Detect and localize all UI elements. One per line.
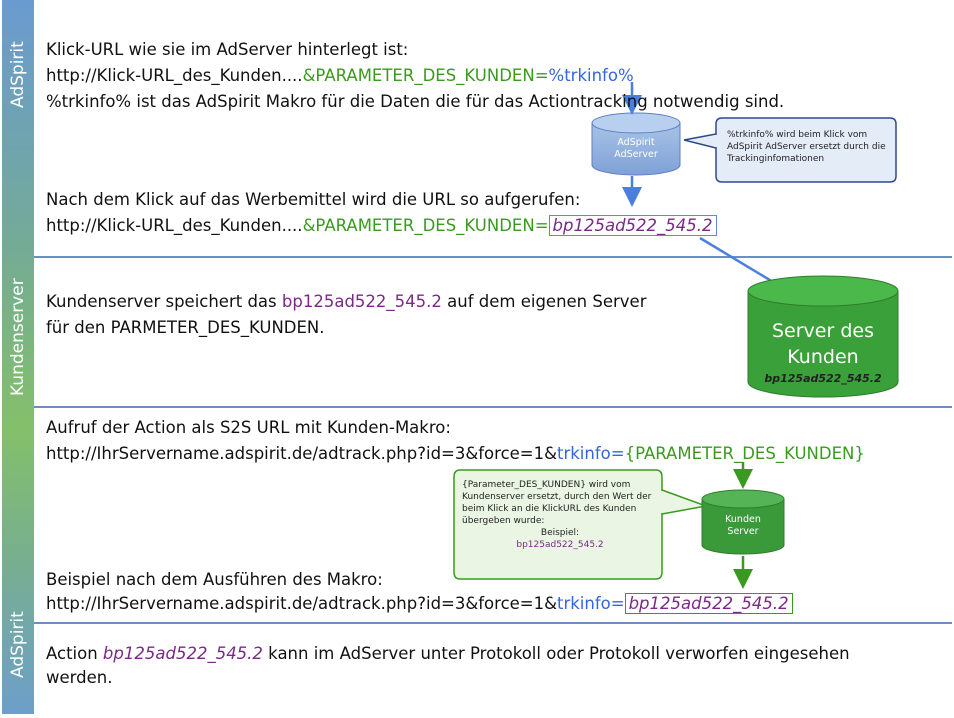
url-base: http://Klick-URL_des_Kunden.... (46, 216, 303, 235)
kundenserver-store-line: Kundenserver speichert das bp125ad522_54… (46, 292, 647, 312)
action-value: bp125ad522_545.2 (102, 644, 263, 663)
adserver-label-line2: AdServer (614, 149, 658, 160)
store-text-pre: Kundenserver speichert das (46, 292, 282, 311)
kunden-server-label: Kunden Server (704, 514, 782, 538)
executed-url-base: http://IhrServername.adspirit.de/adtrack… (46, 594, 557, 613)
customer-macro: {PARAMETER_DES_KUNDEN} (624, 444, 865, 463)
macro-example-heading: Beispiel nach dem Ausführen des Makro: (46, 570, 383, 589)
stored-value: bp125ad522_545.2 (281, 292, 442, 311)
adserver-database-icon (591, 112, 681, 176)
s2s-url-line: http://IhrServername.adspirit.de/adtrack… (46, 444, 865, 464)
trkinfo-macro: %trkinfo% (548, 66, 634, 85)
callout-example-value: bp125ad522_545.2 (516, 540, 604, 550)
url-equals: = (534, 216, 549, 235)
url-parameter: &PARAMETER_DES_KUNDEN (302, 216, 535, 235)
executed-url-equals: = (610, 594, 625, 613)
callout-example-label: Beispiel: (540, 528, 580, 538)
executed-url-key: trkinfo (556, 594, 611, 613)
customer-server-title-2: Kunden (787, 346, 859, 368)
called-url-line: http://Klick-URL_des_Kunden....&PARAMETE… (46, 215, 717, 236)
adserver-callout-text: %trkinfo% wird beim Klick vom AdSpirit A… (727, 130, 886, 164)
kundenserver-callout-text: {Parameter_DES_KUNDEN} wird vom Kundense… (462, 479, 658, 551)
kundenserver-param-line: für den PARMETER_DES_KUNDEN. (46, 318, 325, 337)
kunden-server-label-2: Server (727, 526, 759, 537)
after-click-heading: Nach dem Klick auf das Werbemittel wird … (46, 190, 581, 209)
action-protocol-text: Action bp125ad522_545.2 kann im AdServer… (46, 642, 906, 690)
kunden-server-database-icon (701, 489, 785, 555)
s2s-url-key: trkinfo (556, 444, 611, 463)
kundenserver-callout-bubble (453, 469, 709, 580)
section-sidebar (2, 0, 34, 714)
tracking-value-box: bp125ad522_545.2 (548, 215, 717, 236)
customer-server-title-1: Server des (772, 320, 874, 342)
s2s-url-base: http://IhrServername.adspirit.de/adtrack… (46, 444, 557, 463)
kunden-server-label-1: Kunden (725, 514, 761, 525)
click-url-line: http://Klick-URL_des_Kunden....&PARAMETE… (46, 66, 634, 86)
action-text-post: kann im AdServer unter Protokoll oder Pr… (46, 644, 850, 687)
section-divider (34, 622, 952, 624)
executed-value-box: bp125ad522_545.2 (624, 593, 793, 614)
callout-description: {Parameter_DES_KUNDEN} wird vom Kundense… (462, 480, 652, 526)
adserver-callout-bubble (683, 117, 897, 183)
customer-server-database-icon (747, 275, 899, 398)
url-parameter: &PARAMETER_DES_KUNDEN (302, 66, 535, 85)
section-divider (34, 406, 952, 408)
executed-url-line: http://IhrServername.adspirit.de/adtrack… (46, 593, 793, 614)
trkinfo-description: %trkinfo% ist das AdSpirit Makro für die… (46, 92, 785, 111)
s2s-url-equals: = (610, 444, 625, 463)
action-text-pre: Action (46, 644, 103, 663)
section-divider (34, 256, 952, 258)
customer-server-label: Server des Kunden (752, 318, 894, 370)
url-base: http://Klick-URL_des_Kunden.... (46, 66, 303, 85)
s2s-heading: Aufruf der Action als S2S URL mit Kunden… (46, 418, 451, 437)
store-text-post: auf dem eigenen Server (441, 292, 647, 311)
adserver-database-label: AdSpirit AdServer (600, 137, 672, 161)
click-url-heading: Klick-URL wie sie im AdServer hinterlegt… (46, 40, 409, 59)
adserver-label-line1: AdSpirit (617, 137, 655, 148)
url-equals: = (534, 66, 549, 85)
customer-server-value: bp125ad522_545.2 (764, 372, 882, 385)
